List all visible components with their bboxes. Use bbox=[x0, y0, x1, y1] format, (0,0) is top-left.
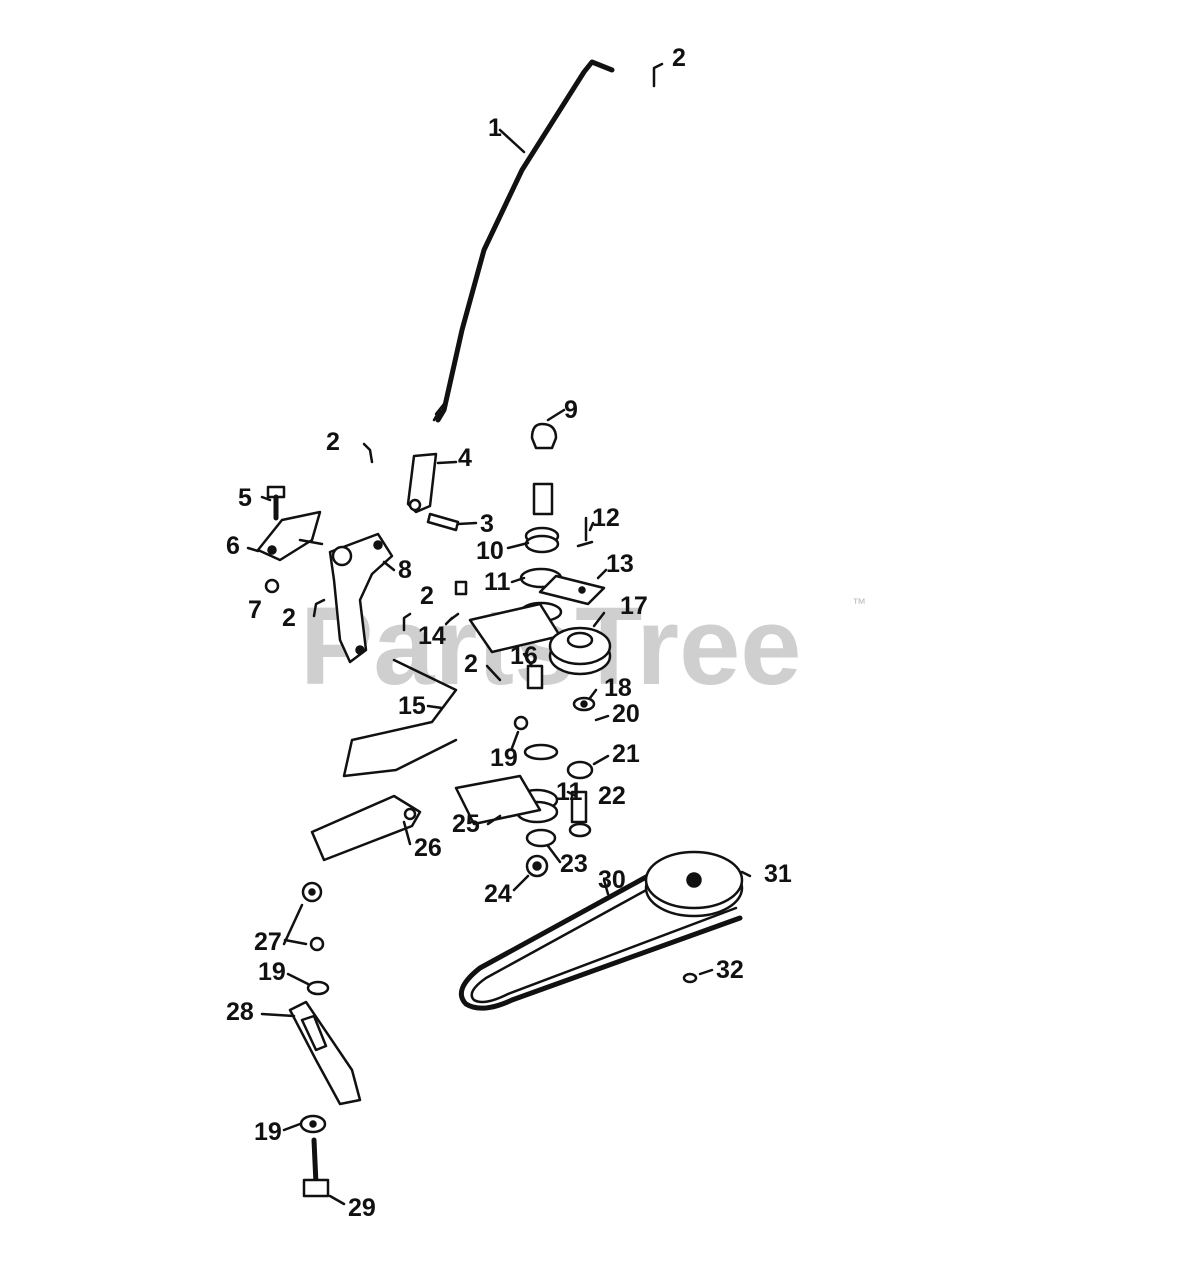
slotted-bracket bbox=[288, 1000, 362, 1106]
callout-label: 5 bbox=[238, 484, 252, 512]
callout-label: 6 bbox=[226, 532, 240, 560]
callout-label: 2 bbox=[326, 428, 340, 456]
callout-label: 16 bbox=[510, 642, 538, 670]
pivot-stack bbox=[526, 664, 596, 712]
idler-pulley bbox=[548, 626, 612, 676]
bolt-5 bbox=[266, 485, 286, 521]
leader-lines bbox=[246, 128, 752, 1206]
callout-label: 7 bbox=[248, 596, 262, 624]
callout-label: 18 bbox=[604, 674, 632, 702]
callout-label: 2 bbox=[282, 604, 296, 632]
nut-27 bbox=[301, 881, 325, 952]
drive-pulley bbox=[644, 850, 744, 918]
callout-label: 27 bbox=[254, 928, 282, 956]
callout-label: 32 bbox=[716, 956, 744, 984]
spindle-cap bbox=[530, 422, 558, 450]
callout-label: 28 bbox=[226, 998, 254, 1026]
callout-labels: 1 2 2 4 9 5 3 12 6 10 8 13 11 2 7 2 17 1… bbox=[226, 44, 792, 1222]
callout-label: 3 bbox=[480, 510, 494, 538]
callout-label: 2 bbox=[672, 44, 686, 72]
callout-label: 17 bbox=[620, 592, 648, 620]
callout-label: 20 bbox=[612, 700, 640, 728]
key-32 bbox=[682, 972, 698, 984]
callout-label: 21 bbox=[612, 740, 640, 768]
callout-label: 22 bbox=[598, 782, 626, 810]
callout-label: 23 bbox=[560, 850, 588, 878]
callout-label: 29 bbox=[348, 1194, 376, 1222]
callout-label: 13 bbox=[606, 550, 634, 578]
drive-belt bbox=[458, 873, 743, 1011]
callout-label: 9 bbox=[564, 396, 578, 424]
lever-plate bbox=[328, 532, 394, 664]
callout-label: 19 bbox=[258, 958, 286, 986]
washer-19-mid bbox=[513, 715, 529, 731]
idler-arm bbox=[310, 794, 422, 862]
callout-label: 11 bbox=[556, 778, 583, 806]
callout-label: 4 bbox=[458, 444, 472, 472]
callout-label: 1 bbox=[488, 114, 502, 142]
callout-label: 24 bbox=[484, 880, 512, 908]
callout-label: 19 bbox=[490, 744, 518, 772]
callout-label: 12 bbox=[592, 504, 620, 532]
bolt-29 bbox=[302, 1137, 330, 1198]
lower-spindle bbox=[515, 788, 559, 878]
callout-label: 10 bbox=[476, 537, 504, 565]
control-rod bbox=[432, 59, 615, 423]
bolt-12 bbox=[576, 516, 594, 548]
clevis-pin bbox=[426, 512, 460, 532]
cotter-pin-top bbox=[652, 62, 664, 88]
lower-stack bbox=[523, 743, 594, 838]
callout-label: 26 bbox=[414, 834, 442, 862]
idler-plate bbox=[538, 574, 606, 606]
linkage-rod bbox=[342, 658, 458, 778]
callout-label: 8 bbox=[398, 556, 412, 584]
cotter-pin-left bbox=[312, 598, 326, 618]
callout-label: 11 bbox=[484, 568, 511, 596]
lower-plate bbox=[454, 774, 542, 826]
nut-7 bbox=[264, 578, 280, 594]
cotter-pin-center bbox=[402, 612, 412, 632]
cotter-pin-mid bbox=[362, 442, 374, 464]
washer-19-lower bbox=[306, 980, 330, 996]
callout-label: 31 bbox=[764, 860, 792, 888]
watermark-trademark: ™ bbox=[852, 595, 866, 611]
callout-label: 30 bbox=[598, 866, 626, 894]
mounting-bracket bbox=[256, 510, 324, 562]
callout-label: 2 bbox=[464, 650, 478, 678]
callout-label: 19 bbox=[254, 1118, 282, 1146]
callout-label: 2 bbox=[420, 582, 434, 610]
clevis bbox=[406, 452, 438, 514]
callout-label: 15 bbox=[398, 692, 426, 720]
callout-label: 14 bbox=[418, 622, 446, 650]
callout-label: 25 bbox=[452, 810, 480, 838]
